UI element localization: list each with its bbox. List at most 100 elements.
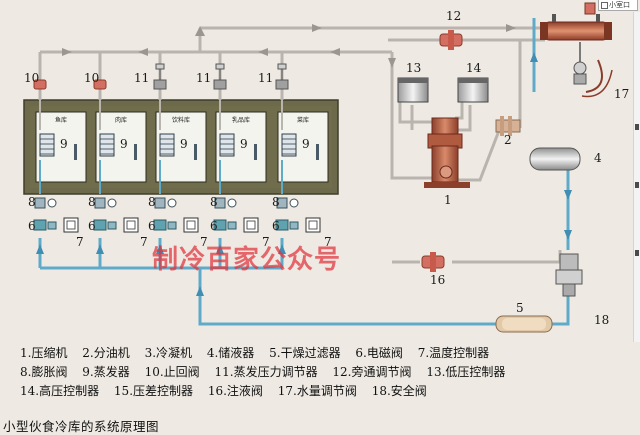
- label-solenoid-8-b: 8: [88, 195, 96, 209]
- legend-item: 17.水量调节阀: [277, 384, 357, 398]
- legend-item: 1.压缩机: [20, 346, 68, 360]
- label-valve-10-a: 10: [24, 71, 39, 85]
- expansion-valve-icon: [275, 219, 289, 231]
- solenoid-valve-icon: [276, 197, 288, 209]
- label-bypass-12: 12: [446, 9, 461, 23]
- legend-item: 3.冷凝机: [144, 346, 193, 360]
- window-tab[interactable]: 小室口: [598, 0, 638, 11]
- oil-separator-2: [495, 116, 521, 136]
- label-thermostat-7-c: 7: [200, 235, 208, 249]
- pressure-regulator-icon: [275, 63, 289, 100]
- room-name: 乳品库: [232, 116, 250, 124]
- label-safety-18: 18: [594, 313, 609, 327]
- hp-controller-14: [457, 77, 489, 103]
- legend-item: 7.温度控制器: [417, 346, 490, 360]
- legend-row: 8.膨胀阀 9.蒸发器 10.止回阀 11.蒸发压力调节器 12.旁通调节阀 1…: [20, 363, 632, 382]
- filter-drier-5: [495, 315, 553, 333]
- label-lp-13: 13: [406, 61, 421, 75]
- legend-item: 4.储液器: [206, 346, 255, 360]
- label-compressor-1: 1: [444, 193, 452, 207]
- label-expansion-6-c: 6: [148, 219, 156, 233]
- side-marker: [635, 182, 639, 188]
- storage-room: 肉库: [95, 100, 147, 194]
- label-solenoid-8-c: 8: [148, 195, 156, 209]
- legend-item: 18.安全阀: [371, 384, 427, 398]
- storage-rooms: 鱼库肉库饮料库乳品库菜库: [35, 100, 329, 194]
- side-marker: [635, 250, 639, 256]
- refrigeration-system-diagram: 鱼库肉库饮料库乳品库菜库: [23, 2, 629, 333]
- legend-item: 12.旁通调节阀: [332, 365, 412, 379]
- component-numbers: 10 10 11 11 11 9 9 9 9 9 8 8 8 8 8 6 6 6…: [24, 9, 629, 327]
- evaporator-icon: [281, 133, 297, 157]
- label-thermostat-7-b: 7: [140, 235, 148, 249]
- legend-row: 14.高压控制器 15.压差控制器 16.注液阀 17.水量调节阀 18.安全阀: [20, 382, 632, 401]
- injection-valve-16: [421, 252, 445, 272]
- flow-arrows: [36, 24, 572, 296]
- label-gauge-9-d: 9: [240, 137, 248, 151]
- window-tab-label: 小室口: [609, 1, 630, 9]
- label-expansion-6-e: 6: [272, 219, 280, 233]
- legend-item: 9.蒸发器: [82, 365, 130, 379]
- bottom-valve-row: [33, 197, 321, 233]
- label-solenoid-8-a: 8: [28, 195, 36, 209]
- legend-item: 11.蒸发压力调节器: [214, 365, 318, 379]
- solenoid-valve-icon: [214, 197, 226, 209]
- thermostat-icon: [243, 217, 259, 233]
- legend-row: 1.压缩机 2.分油机 3.冷凝机 4.储液器 5.干燥过滤器 6.电磁阀 7.…: [20, 344, 632, 363]
- sensor-bulb-icon: [134, 144, 137, 160]
- label-expansion-6-d: 6: [210, 219, 218, 233]
- sensor-bulb-icon: [254, 144, 257, 160]
- label-solenoid-8-d: 8: [210, 195, 218, 209]
- evaporator-icon: [219, 133, 235, 157]
- label-expansion-6-a: 6: [28, 219, 36, 233]
- valve-column: [93, 197, 139, 233]
- lp-controller-13: [397, 77, 429, 103]
- label-expansion-6-b: 6: [88, 219, 96, 233]
- label-oil-separator-2: 2: [504, 133, 512, 147]
- solenoid-valve-icon: [154, 197, 166, 209]
- room-name: 饮料库: [172, 116, 190, 124]
- diagram-title: 小型伙食冷库的系统原理图: [3, 419, 160, 434]
- legend-item: 14.高压控制器: [20, 384, 100, 398]
- label-gauge-9-c: 9: [180, 137, 188, 151]
- valve-column: [275, 197, 321, 233]
- bypass-valve-12: [439, 30, 463, 50]
- check-valve-icon: [93, 70, 107, 100]
- compressor-1: [424, 117, 470, 188]
- thermostat-icon: [123, 217, 139, 233]
- room-name: 肉库: [115, 116, 127, 124]
- legend-item: 13.低压控制器: [426, 365, 506, 379]
- legend-item: 8.膨胀阀: [20, 365, 68, 379]
- sensor-bulb-icon: [194, 144, 197, 160]
- component-legend: 1.压缩机 2.分油机 3.冷凝机 4.储液器 5.干燥过滤器 6.电磁阀 7.…: [20, 344, 632, 401]
- coil-icon: [47, 198, 57, 208]
- pressure-regulator-icon: [153, 63, 167, 100]
- label-water-valve-17: 17: [614, 87, 629, 101]
- storage-room: 鱼库: [35, 100, 87, 194]
- valve-column: [153, 197, 199, 233]
- label-filter-5: 5: [516, 301, 524, 315]
- thermostat-icon: [305, 217, 321, 233]
- label-thermostat-7-a: 7: [76, 235, 84, 249]
- valve-column: [213, 197, 259, 233]
- watermark: 制冷百家公众号: [152, 245, 342, 275]
- label-injection-16: 16: [430, 273, 445, 287]
- side-toolbar: [633, 12, 640, 342]
- pressure-regulator-icon: [213, 63, 227, 100]
- coil-icon: [289, 198, 299, 208]
- legend-item: 6.电磁阀: [355, 346, 403, 360]
- window-icon: [601, 1, 608, 9]
- water-valve-17: [573, 42, 613, 98]
- expansion-valve-icon: [153, 219, 167, 231]
- label-thermostat-7-d: 7: [262, 235, 270, 249]
- thermostat-icon: [183, 217, 199, 233]
- evaporator-icon: [159, 133, 175, 157]
- receiver-4: [529, 147, 581, 171]
- label-gauge-9-b: 9: [120, 137, 128, 151]
- label-valve-11-b: 11: [196, 71, 211, 85]
- legend-item: 5.干燥过滤器: [269, 346, 341, 360]
- legend-item: 15.压差控制器: [113, 384, 194, 398]
- legend-item: 10.止回阀: [144, 365, 200, 379]
- check-valve-icon: [33, 70, 47, 100]
- room-name: 鱼库: [55, 116, 67, 124]
